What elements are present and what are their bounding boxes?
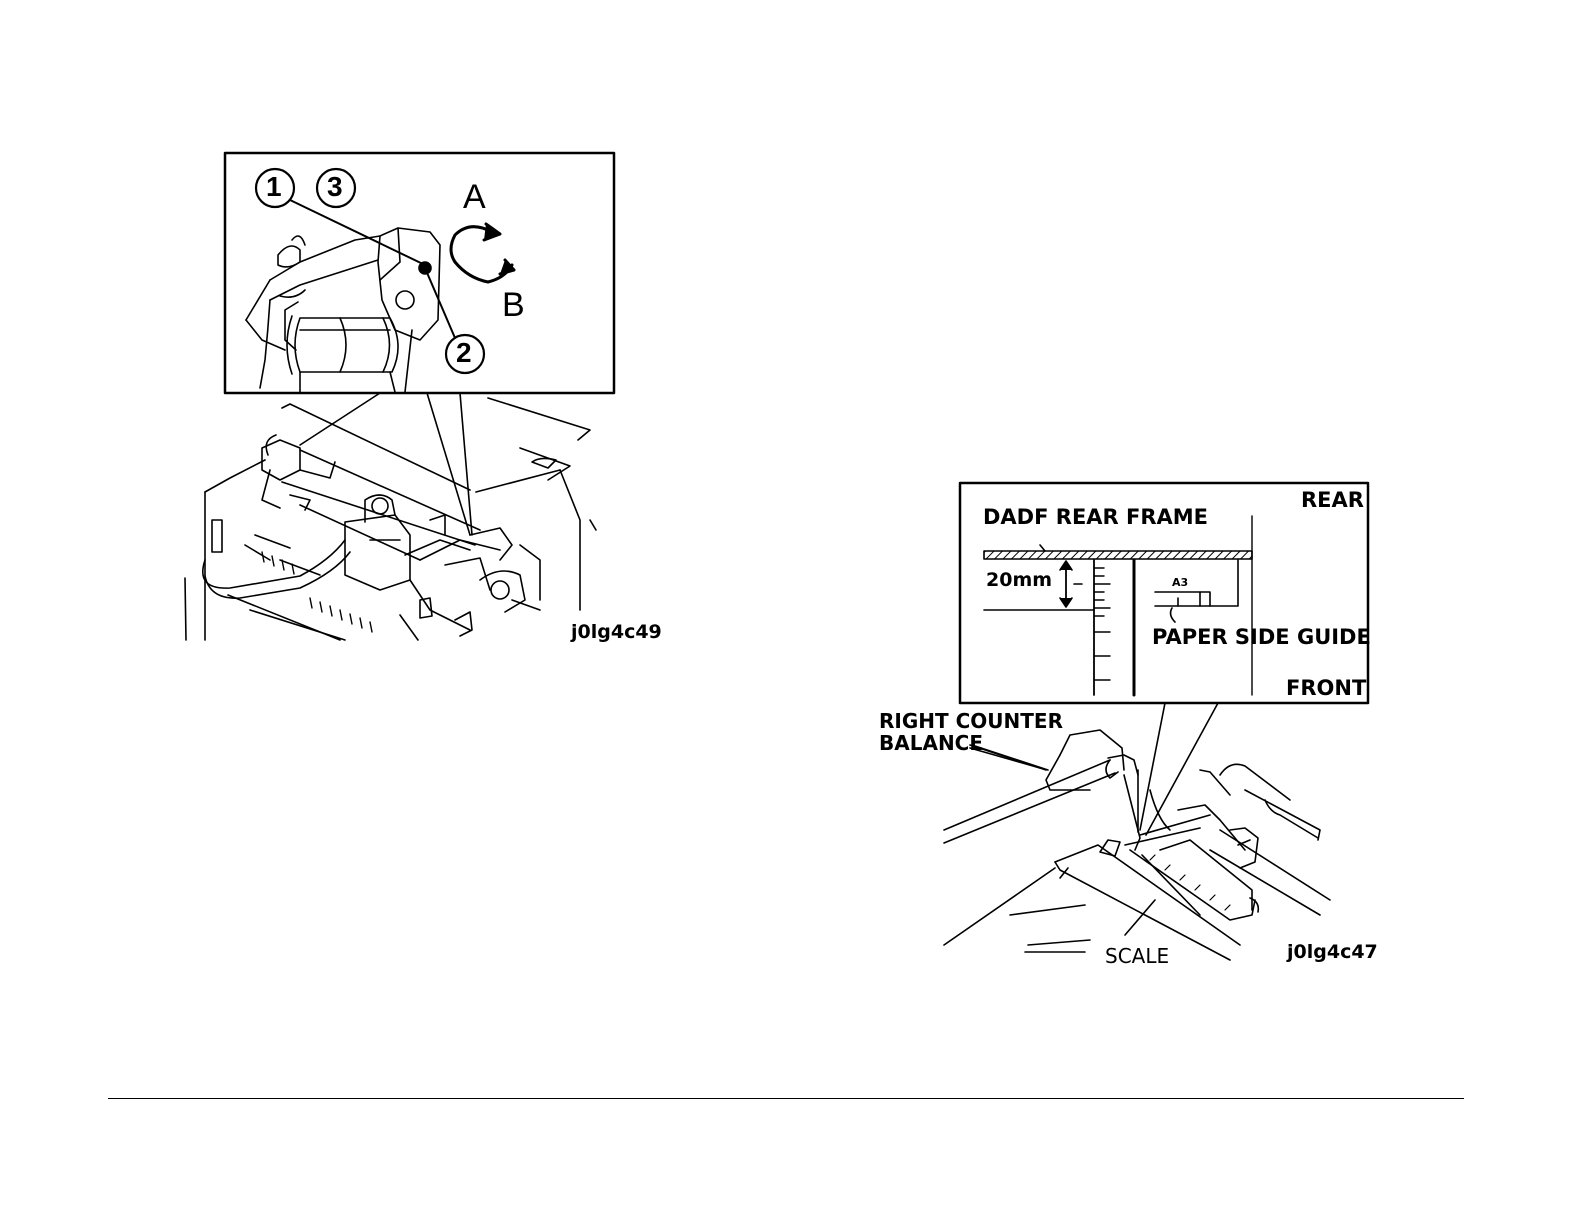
paper-side-guide-label: PAPER SIDE GUIDE bbox=[1152, 625, 1371, 649]
right-counter-balance-label-2: BALANCE bbox=[879, 731, 983, 755]
front-label: FRONT bbox=[1286, 676, 1366, 700]
paper-size-a3-mark: A3 bbox=[1172, 576, 1188, 589]
paper-side-guide bbox=[1155, 560, 1238, 622]
dadf-frame-drawing bbox=[944, 730, 1330, 960]
rear-frame-bar bbox=[984, 551, 1252, 559]
ruler-ticks bbox=[1094, 568, 1110, 680]
scale-label: SCALE bbox=[1105, 944, 1169, 968]
right-counter-balance-label-1: RIGHT COUNTER bbox=[879, 709, 1063, 733]
rear-label: REAR bbox=[1301, 488, 1364, 512]
dimension-20mm-label: 20mm bbox=[986, 569, 1052, 591]
right-figure-id: j0lg4c47 bbox=[1287, 941, 1378, 963]
footer-rule bbox=[108, 1098, 1464, 1099]
dadf-rear-frame-label: DADF REAR FRAME bbox=[983, 505, 1208, 529]
